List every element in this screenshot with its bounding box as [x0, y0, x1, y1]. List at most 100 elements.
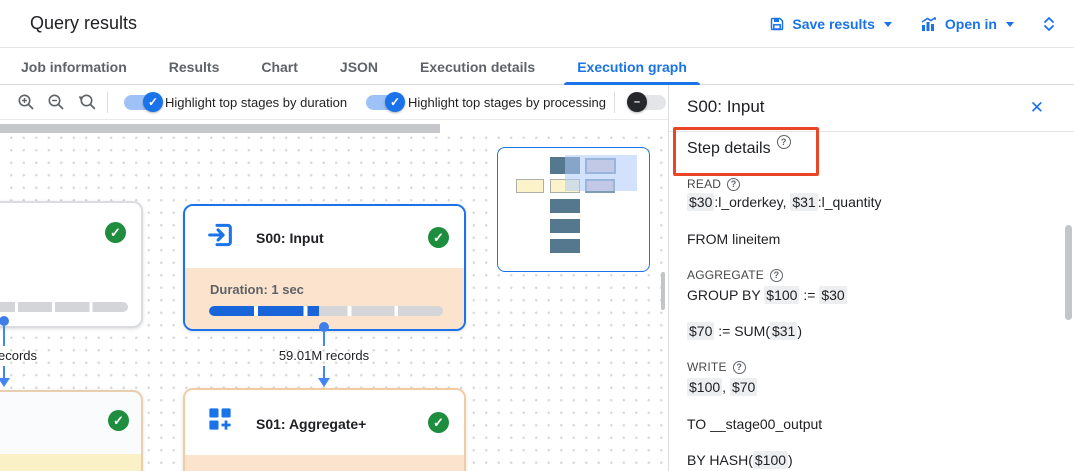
tab-label: Execution graph	[577, 58, 687, 75]
minimap-node-rect	[550, 219, 580, 233]
code-token: :l_orderkey,	[714, 194, 791, 210]
node-duration-section	[185, 455, 464, 471]
code-token: $70	[729, 378, 758, 396]
chart-icon	[920, 16, 938, 32]
tab-job-information[interactable]: Job information	[0, 48, 148, 85]
page-title: Query results	[30, 13, 138, 33]
node-duration-section	[185, 268, 464, 329]
code-token: $100	[752, 451, 789, 469]
stage-node-left-top[interactable]	[0, 201, 143, 328]
success-check-icon	[428, 412, 449, 433]
help-icon[interactable]	[776, 134, 791, 149]
node-duration-label: Duration:	[210, 469, 268, 471]
node-duration-section	[0, 454, 141, 471]
code-token: ,	[722, 379, 730, 395]
tab-label: Results	[168, 58, 220, 75]
to-line: TO __stage00_output	[687, 416, 823, 432]
expand-collapse-icon[interactable]	[1042, 15, 1056, 33]
tab-chart[interactable]: Chart	[240, 48, 319, 85]
zoom-in-button[interactable]	[14, 90, 38, 114]
toolbar-divider	[107, 92, 108, 113]
edge-connector-dot	[319, 322, 329, 332]
tab-results[interactable]: Results	[148, 48, 241, 85]
minimap-node-rect	[516, 179, 544, 193]
horizontal-scrollbar[interactable]	[0, 124, 440, 133]
code-token: )	[797, 323, 803, 339]
code-token: )	[788, 452, 793, 468]
header: Query results Save results Open in	[0, 0, 1074, 48]
close-icon[interactable]: ✕	[1029, 98, 1044, 117]
save-results-button[interactable]: Save results	[769, 16, 892, 32]
edge-records-label-partial: ecords	[0, 348, 38, 363]
stage-progress-bar	[0, 302, 128, 312]
write-section-label: WRITE	[687, 360, 746, 374]
by-hash-line: BY HASH($100)	[687, 451, 793, 469]
toggle-dark-off[interactable]: –	[627, 92, 666, 112]
toggle-check-icon: ✓	[385, 92, 405, 112]
aggregate-stage-icon	[205, 404, 235, 434]
save-icon	[769, 16, 785, 32]
tab-label: Execution details	[420, 58, 536, 75]
graph-vertical-scrollbar[interactable]	[661, 272, 665, 310]
tab-bar: Job information Results Chart JSON Execu…	[0, 48, 1074, 85]
code-token: $30	[687, 193, 715, 211]
code-token: $100	[764, 286, 800, 304]
section-label-text: AGGREGATE	[687, 268, 764, 282]
edge-arrowhead-icon	[318, 378, 330, 387]
read-section-label: READ	[687, 177, 741, 191]
write-values-line: $100, $70	[687, 378, 758, 396]
help-icon[interactable]	[769, 268, 783, 282]
aggregate-section-label: AGGREGATE	[687, 268, 783, 282]
success-check-icon	[105, 222, 126, 243]
help-icon[interactable]	[732, 360, 746, 374]
open-in-label: Open in	[944, 16, 997, 32]
minimap-node-rect	[550, 199, 580, 213]
step-details-heading: Step details	[687, 134, 791, 158]
tab-execution-details[interactable]: Execution details	[399, 48, 556, 85]
code-token: := SUM(	[714, 323, 770, 339]
from-line: FROM lineitem	[687, 231, 781, 247]
panel-divider	[669, 131, 1074, 132]
help-icon[interactable]	[727, 177, 741, 191]
stage-details-panel: S00: Input ✕ Step details READ $30:l_ord…	[668, 85, 1074, 471]
code-token: $31	[790, 193, 818, 211]
zoom-reset-button[interactable]	[73, 90, 97, 114]
success-check-icon	[108, 410, 129, 431]
toggle-check-icon: ✓	[143, 92, 163, 112]
save-results-label: Save results	[792, 16, 875, 32]
edge-line	[323, 332, 325, 346]
open-in-button[interactable]: Open in	[920, 16, 1014, 32]
toggle-highlight-duration[interactable]: ✓	[124, 92, 163, 112]
code-token: BY HASH(	[687, 452, 753, 468]
group-by-line: GROUP BY $100 := $30	[687, 286, 847, 304]
minimap-viewport[interactable]	[565, 155, 637, 191]
graph-minimap[interactable]	[497, 147, 650, 272]
section-label-text: WRITE	[687, 360, 727, 374]
execution-graph-canvas[interactable]: S00: Input Duration: 1 sec 59.01M record…	[0, 120, 668, 471]
stage-node-s01[interactable]: S01: Aggregate+ Duration:	[183, 388, 466, 471]
toggle-processing-label: Highlight top stages by processing	[408, 95, 607, 110]
node-title: S01: Aggregate+	[256, 416, 367, 432]
toolbar-divider	[614, 92, 615, 113]
header-actions: Save results Open in	[769, 0, 1056, 48]
edge-arrowhead-icon	[0, 378, 10, 387]
zoom-out-button[interactable]	[44, 90, 68, 114]
toggle-duration-label: Highlight top stages by duration	[165, 95, 348, 110]
code-token: $30	[819, 286, 847, 304]
node-header	[185, 390, 464, 455]
tab-label: JSON	[339, 58, 379, 75]
edge-connector-dot	[0, 316, 9, 326]
stage-node-s00[interactable]: S00: Input Duration: 1 sec	[183, 204, 466, 331]
tab-json[interactable]: JSON	[319, 48, 399, 85]
open-in-caret-icon	[1006, 21, 1014, 27]
toggle-highlight-processing[interactable]: ✓	[366, 92, 405, 112]
minimap-node-rect	[550, 239, 580, 253]
panel-vertical-scrollbar[interactable]	[1065, 225, 1072, 320]
tab-execution-graph[interactable]: Execution graph	[556, 48, 708, 85]
edge-line	[3, 326, 5, 346]
stage-node-left-bottom[interactable]	[0, 390, 143, 471]
node-duration-label: Duration: 1 sec	[210, 282, 304, 297]
code-token: GROUP BY	[687, 287, 765, 303]
toggle-minus-icon: –	[627, 92, 647, 112]
